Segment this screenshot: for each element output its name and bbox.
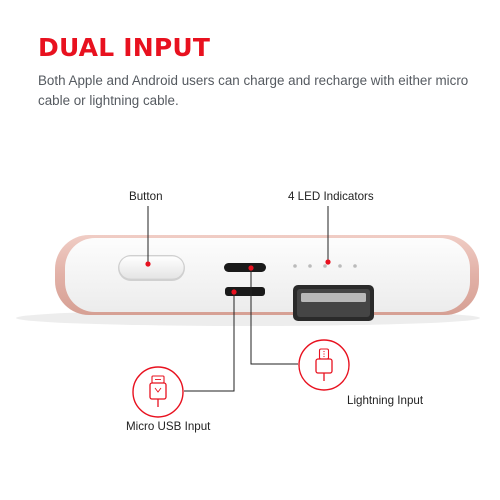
power-button bbox=[118, 255, 185, 281]
callout-leader-lines bbox=[147, 206, 329, 392]
lightning-port-marker bbox=[248, 265, 254, 271]
micro-usb-plug-icon bbox=[132, 366, 184, 418]
button-marker bbox=[145, 261, 151, 267]
micro-usb-port bbox=[225, 287, 265, 296]
callout-markers bbox=[145, 259, 331, 295]
lightning-port bbox=[224, 263, 266, 272]
power-bank-body bbox=[55, 235, 479, 315]
led-dot bbox=[293, 264, 297, 268]
page-title: DUAL INPUT bbox=[38, 33, 211, 62]
lightning-leader-line bbox=[250, 269, 298, 365]
led-marker bbox=[325, 259, 331, 265]
lightning-plug-icon bbox=[298, 339, 350, 391]
led-dot bbox=[308, 264, 312, 268]
led-dot bbox=[323, 264, 327, 268]
feature-description: Both Apple and Android users can charge … bbox=[38, 73, 469, 108]
button-callout-label: Button bbox=[129, 190, 163, 203]
led-indicators bbox=[293, 264, 357, 268]
micro-usb-leader-line bbox=[184, 292, 235, 392]
lightning-input-callout-label: Lightning Input bbox=[347, 394, 424, 407]
usb-a-output-port bbox=[293, 285, 374, 321]
micro-usb-port-marker bbox=[231, 289, 237, 295]
led-indicators-callout-label: 4 LED Indicators bbox=[288, 190, 374, 203]
led-dot bbox=[338, 264, 342, 268]
led-dot bbox=[353, 264, 357, 268]
micro-usb-input-callout-label: Micro USB Input bbox=[126, 420, 211, 433]
